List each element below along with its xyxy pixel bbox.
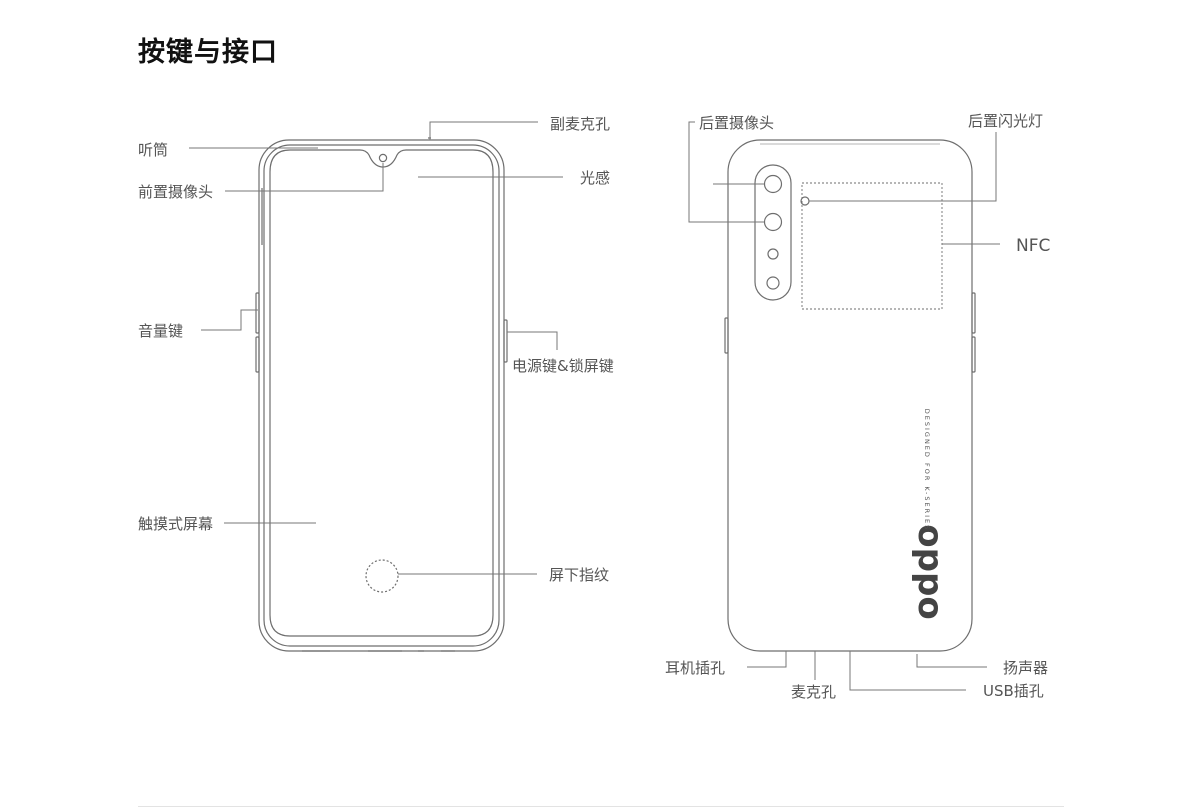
bottom-divider xyxy=(138,806,1064,807)
back-left-button xyxy=(724,317,729,354)
leader-power-key xyxy=(507,331,558,350)
brand-logo: oppo xyxy=(910,524,950,619)
leader-usb-port xyxy=(849,651,966,691)
brand-tagline: DESIGNED FOR K-SERIES xyxy=(923,409,931,532)
label-light-sensor: 光感 xyxy=(580,169,610,187)
label-secondary-mic: 副麦克孔 xyxy=(550,115,610,133)
rear-camera-lens-2 xyxy=(763,212,783,232)
label-rear-camera: 后置摄像头 xyxy=(699,114,774,132)
camera-module xyxy=(754,164,792,301)
back-tagline-print: DESIGNED FOR K-SERIES xyxy=(923,409,931,532)
rear-camera-lens-1 xyxy=(763,174,783,194)
nfc-zone xyxy=(801,182,943,310)
phone-front xyxy=(255,137,508,652)
label-power-key: 电源键&锁屏键 xyxy=(512,357,614,375)
label-speaker: 扬声器 xyxy=(1003,659,1048,677)
front-camera-icon xyxy=(378,153,388,163)
label-front-camera: 前置摄像头 xyxy=(138,183,213,201)
back-leaders xyxy=(688,121,1000,691)
leader-front-camera xyxy=(225,163,384,192)
leader-secondary-mic xyxy=(429,121,538,140)
label-usb-port: USB插孔 xyxy=(983,682,1044,700)
label-headphone-jack: 耳机插孔 xyxy=(665,659,725,677)
leader-headphone-jack xyxy=(747,651,787,668)
fingerprint-zone xyxy=(365,559,399,593)
label-mic-hole: 麦克孔 xyxy=(791,683,836,701)
rear-camera-lens-4 xyxy=(766,276,780,290)
leader-rear-flash xyxy=(809,132,997,202)
volume-down-button xyxy=(255,336,260,373)
page-title: 按键与接口 xyxy=(138,37,278,68)
label-rear-flash: 后置闪光灯 xyxy=(968,112,1043,130)
label-fingerprint: 屏下指纹 xyxy=(549,566,609,584)
power-button xyxy=(503,319,508,363)
front-leaders xyxy=(189,121,563,575)
leader-rear-camera xyxy=(688,121,764,223)
back-right-button-2 xyxy=(971,336,976,373)
front-bezel xyxy=(263,144,500,647)
leader-speaker xyxy=(916,654,987,668)
label-nfc: NFC xyxy=(1016,236,1050,256)
front-screen xyxy=(269,149,494,637)
rear-camera-lens-3 xyxy=(767,248,779,260)
label-volume-key: 音量键 xyxy=(138,322,183,340)
back-brand-print: oppo xyxy=(910,524,950,619)
volume-up-button xyxy=(255,292,260,334)
label-earpiece: 听筒 xyxy=(138,141,168,159)
label-touch-screen: 触摸式屏幕 xyxy=(138,515,213,533)
back-right-button-1 xyxy=(971,292,976,334)
leader-volume-key xyxy=(201,309,258,331)
